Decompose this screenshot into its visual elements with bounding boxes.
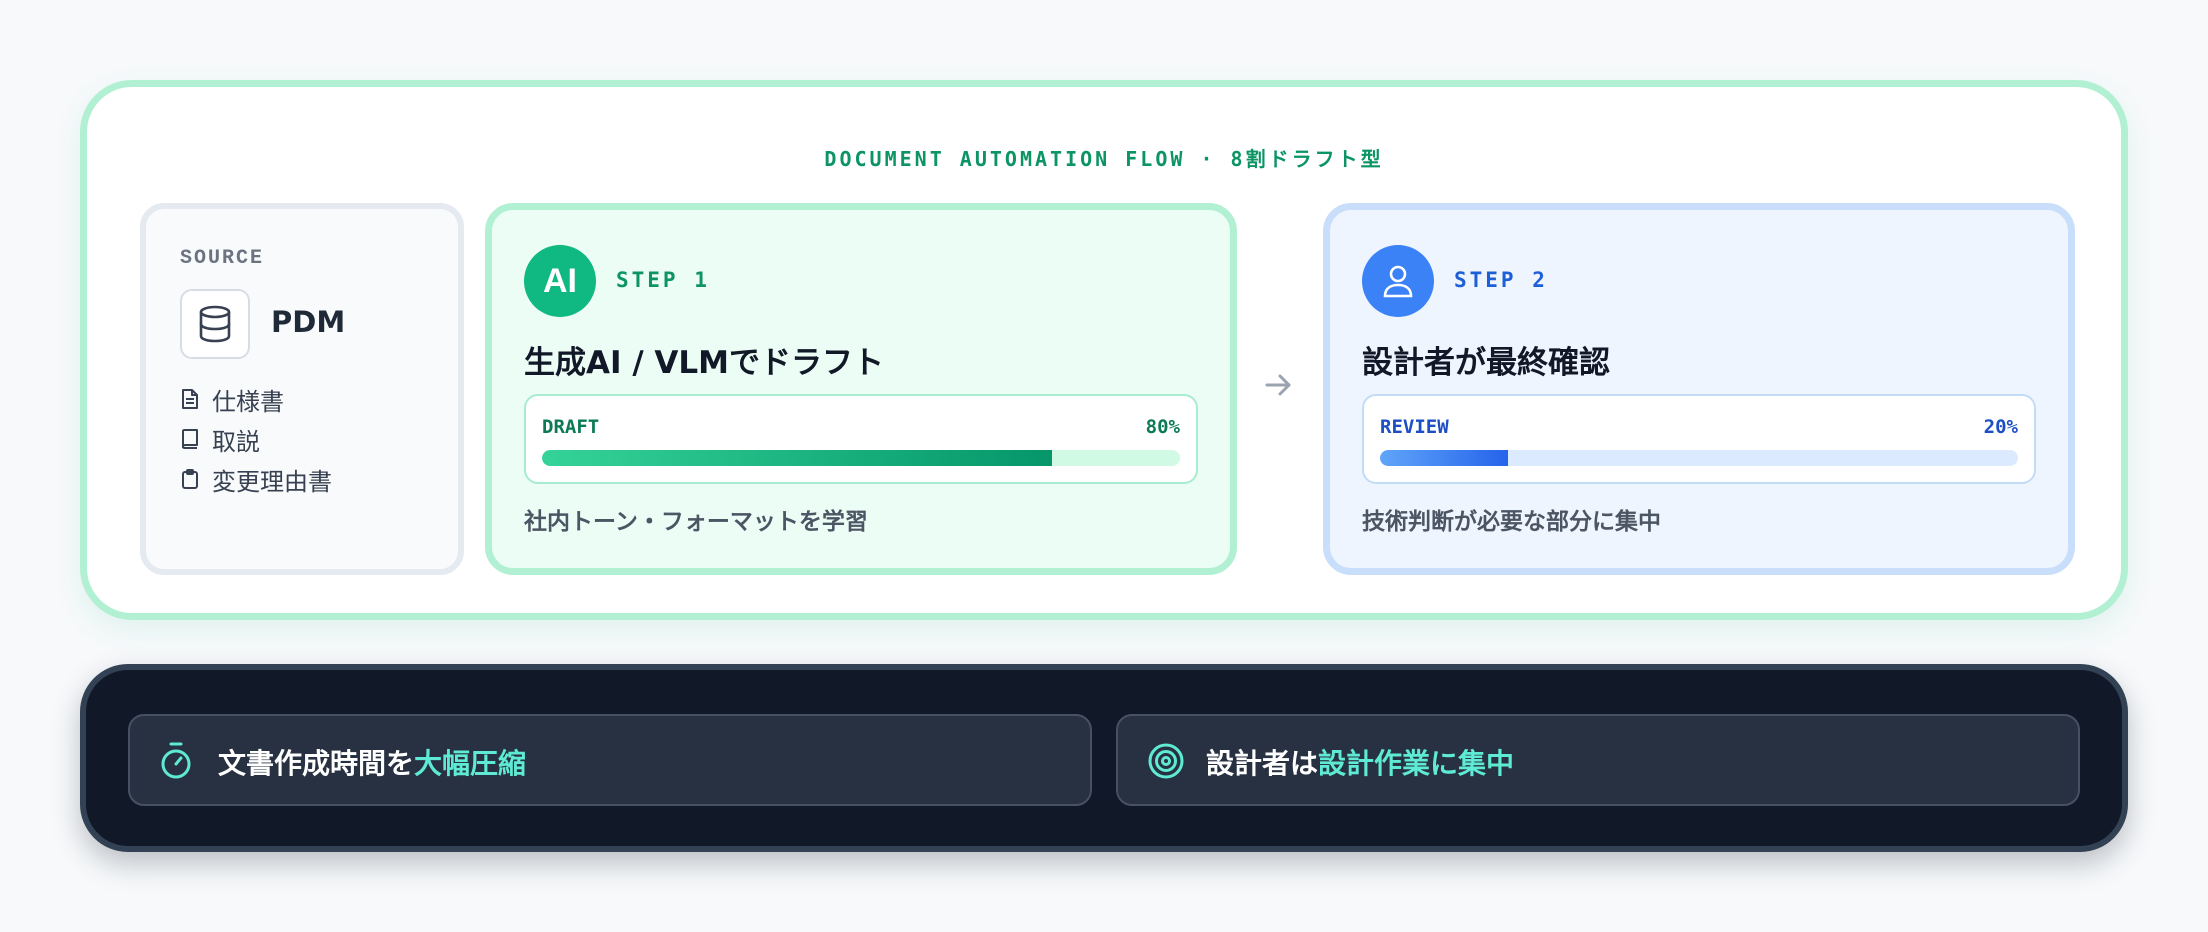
- clipboard-icon: [182, 469, 198, 489]
- benefit-highlight-text: 設計作業に集中: [1318, 747, 1515, 780]
- user-icon: [1362, 245, 1434, 317]
- benefit-card-focus: 設計者は設計作業に集中: [1116, 714, 2080, 806]
- draft-progress-label: DRAFT: [542, 416, 600, 438]
- stopwatch-icon: [158, 741, 194, 785]
- source-card: SOURCE PDM 仕様書 取説: [140, 203, 464, 575]
- file-text-icon: [182, 389, 198, 409]
- draft-progress-track: [542, 450, 1180, 466]
- step2-title: 設計者が最終確認: [1362, 345, 1610, 381]
- step2-description: 技術判断が必要な部分に集中: [1362, 509, 1661, 535]
- benefit-main-text: 文書作成時間を: [218, 747, 415, 780]
- document-item-spec: 仕様書: [180, 379, 332, 419]
- book-icon: [182, 429, 198, 449]
- step1-label: STEP 1: [616, 268, 710, 292]
- step2-label: STEP 2: [1454, 268, 1548, 292]
- benefit-card-time: 文書作成時間を大幅圧縮: [128, 714, 1092, 806]
- automation-flow-panel: DOCUMENT AUTOMATION FLOW · 8割ドラフト型 SOURC…: [80, 80, 2128, 620]
- step1-description: 社内トーン・フォーマットを学習: [524, 509, 868, 535]
- database-icon: [180, 289, 250, 359]
- review-progress: REVIEW 20%: [1362, 394, 2036, 484]
- review-progress-track: [1380, 450, 2018, 466]
- document-item-change-reason: 変更理由書: [180, 459, 332, 499]
- step1-card: AI STEP 1 生成AI / VLMでドラフト DRAFT 80% 社内トー…: [485, 203, 1237, 575]
- document-item-manual: 取説: [180, 419, 332, 459]
- document-label: 取説: [212, 427, 260, 456]
- benefit-text-time: 文書作成時間を大幅圧縮: [218, 742, 526, 782]
- draft-progress-percent: 80%: [1145, 416, 1180, 438]
- step2-card: STEP 2 設計者が最終確認 REVIEW 20% 技術判断が必要な部分に集中: [1323, 203, 2075, 575]
- review-progress-percent: 20%: [1983, 416, 2018, 438]
- review-progress-fill: [1380, 450, 1508, 466]
- benefits-bar: 文書作成時間を大幅圧縮 設計者は設計作業に集中: [80, 664, 2128, 852]
- ai-badge: AI: [524, 245, 596, 317]
- benefit-text-focus: 設計者は設計作業に集中: [1206, 742, 1514, 782]
- arrow-right-icon: [1263, 370, 1293, 404]
- review-progress-label: REVIEW: [1380, 416, 1449, 438]
- benefit-main-text: 設計者は: [1206, 747, 1319, 780]
- document-label: 仕様書: [212, 387, 284, 416]
- target-icon: [1146, 741, 1186, 785]
- document-list: 仕様書 取説 変更理由書: [180, 379, 332, 499]
- document-label: 変更理由書: [212, 467, 332, 496]
- flow-title: DOCUMENT AUTOMATION FLOW · 8割ドラフト型: [824, 147, 1384, 171]
- draft-progress: DRAFT 80%: [524, 394, 1198, 484]
- draft-progress-fill: [542, 450, 1053, 466]
- source-label: SOURCE: [180, 247, 265, 270]
- benefit-highlight-text: 大幅圧縮: [414, 747, 527, 780]
- pdm-label: PDM: [271, 305, 346, 339]
- step1-title: 生成AI / VLMでドラフト: [524, 345, 885, 381]
